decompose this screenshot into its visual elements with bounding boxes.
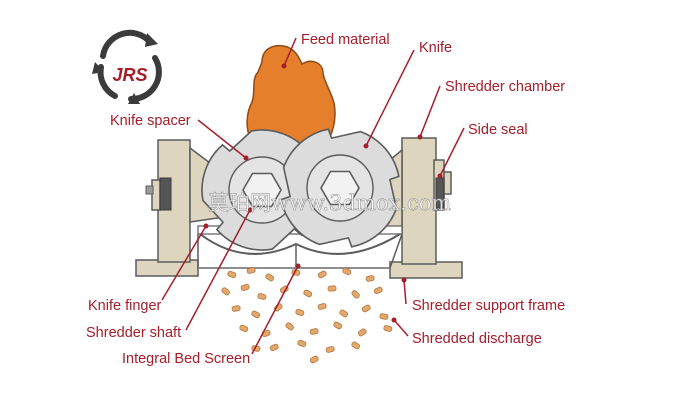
label-knife-finger: Knife finger	[88, 298, 162, 314]
label-knife-spacer: Knife spacer	[110, 113, 191, 129]
watermark-text: 莫珀网www.3dmox.com	[208, 191, 451, 215]
label-integral-bed-screen: Integral Bed Screen	[122, 351, 250, 367]
leader-lines	[161, 37, 465, 355]
label-knife: Knife	[419, 40, 452, 56]
shredder-shaft-left	[242, 172, 282, 208]
label-shredder-shaft: Shredder shaft	[86, 325, 181, 341]
label-feed-material: Feed material	[301, 32, 390, 48]
shredder-shaft-right	[320, 170, 360, 206]
label-side-seal: Side seal	[468, 122, 528, 138]
right-shredder-wheel	[280, 128, 400, 248]
label-shredder-chamber: Shredder chamber	[445, 79, 565, 95]
label-shredder-support-frame: Shredder support frame	[412, 298, 565, 314]
jrs-logo: JRS	[92, 29, 162, 104]
label-shredded-discharge: Shredded discharge	[412, 331, 542, 347]
logo-text: JRS	[112, 65, 147, 85]
shredded-discharge-pellets	[221, 267, 393, 364]
